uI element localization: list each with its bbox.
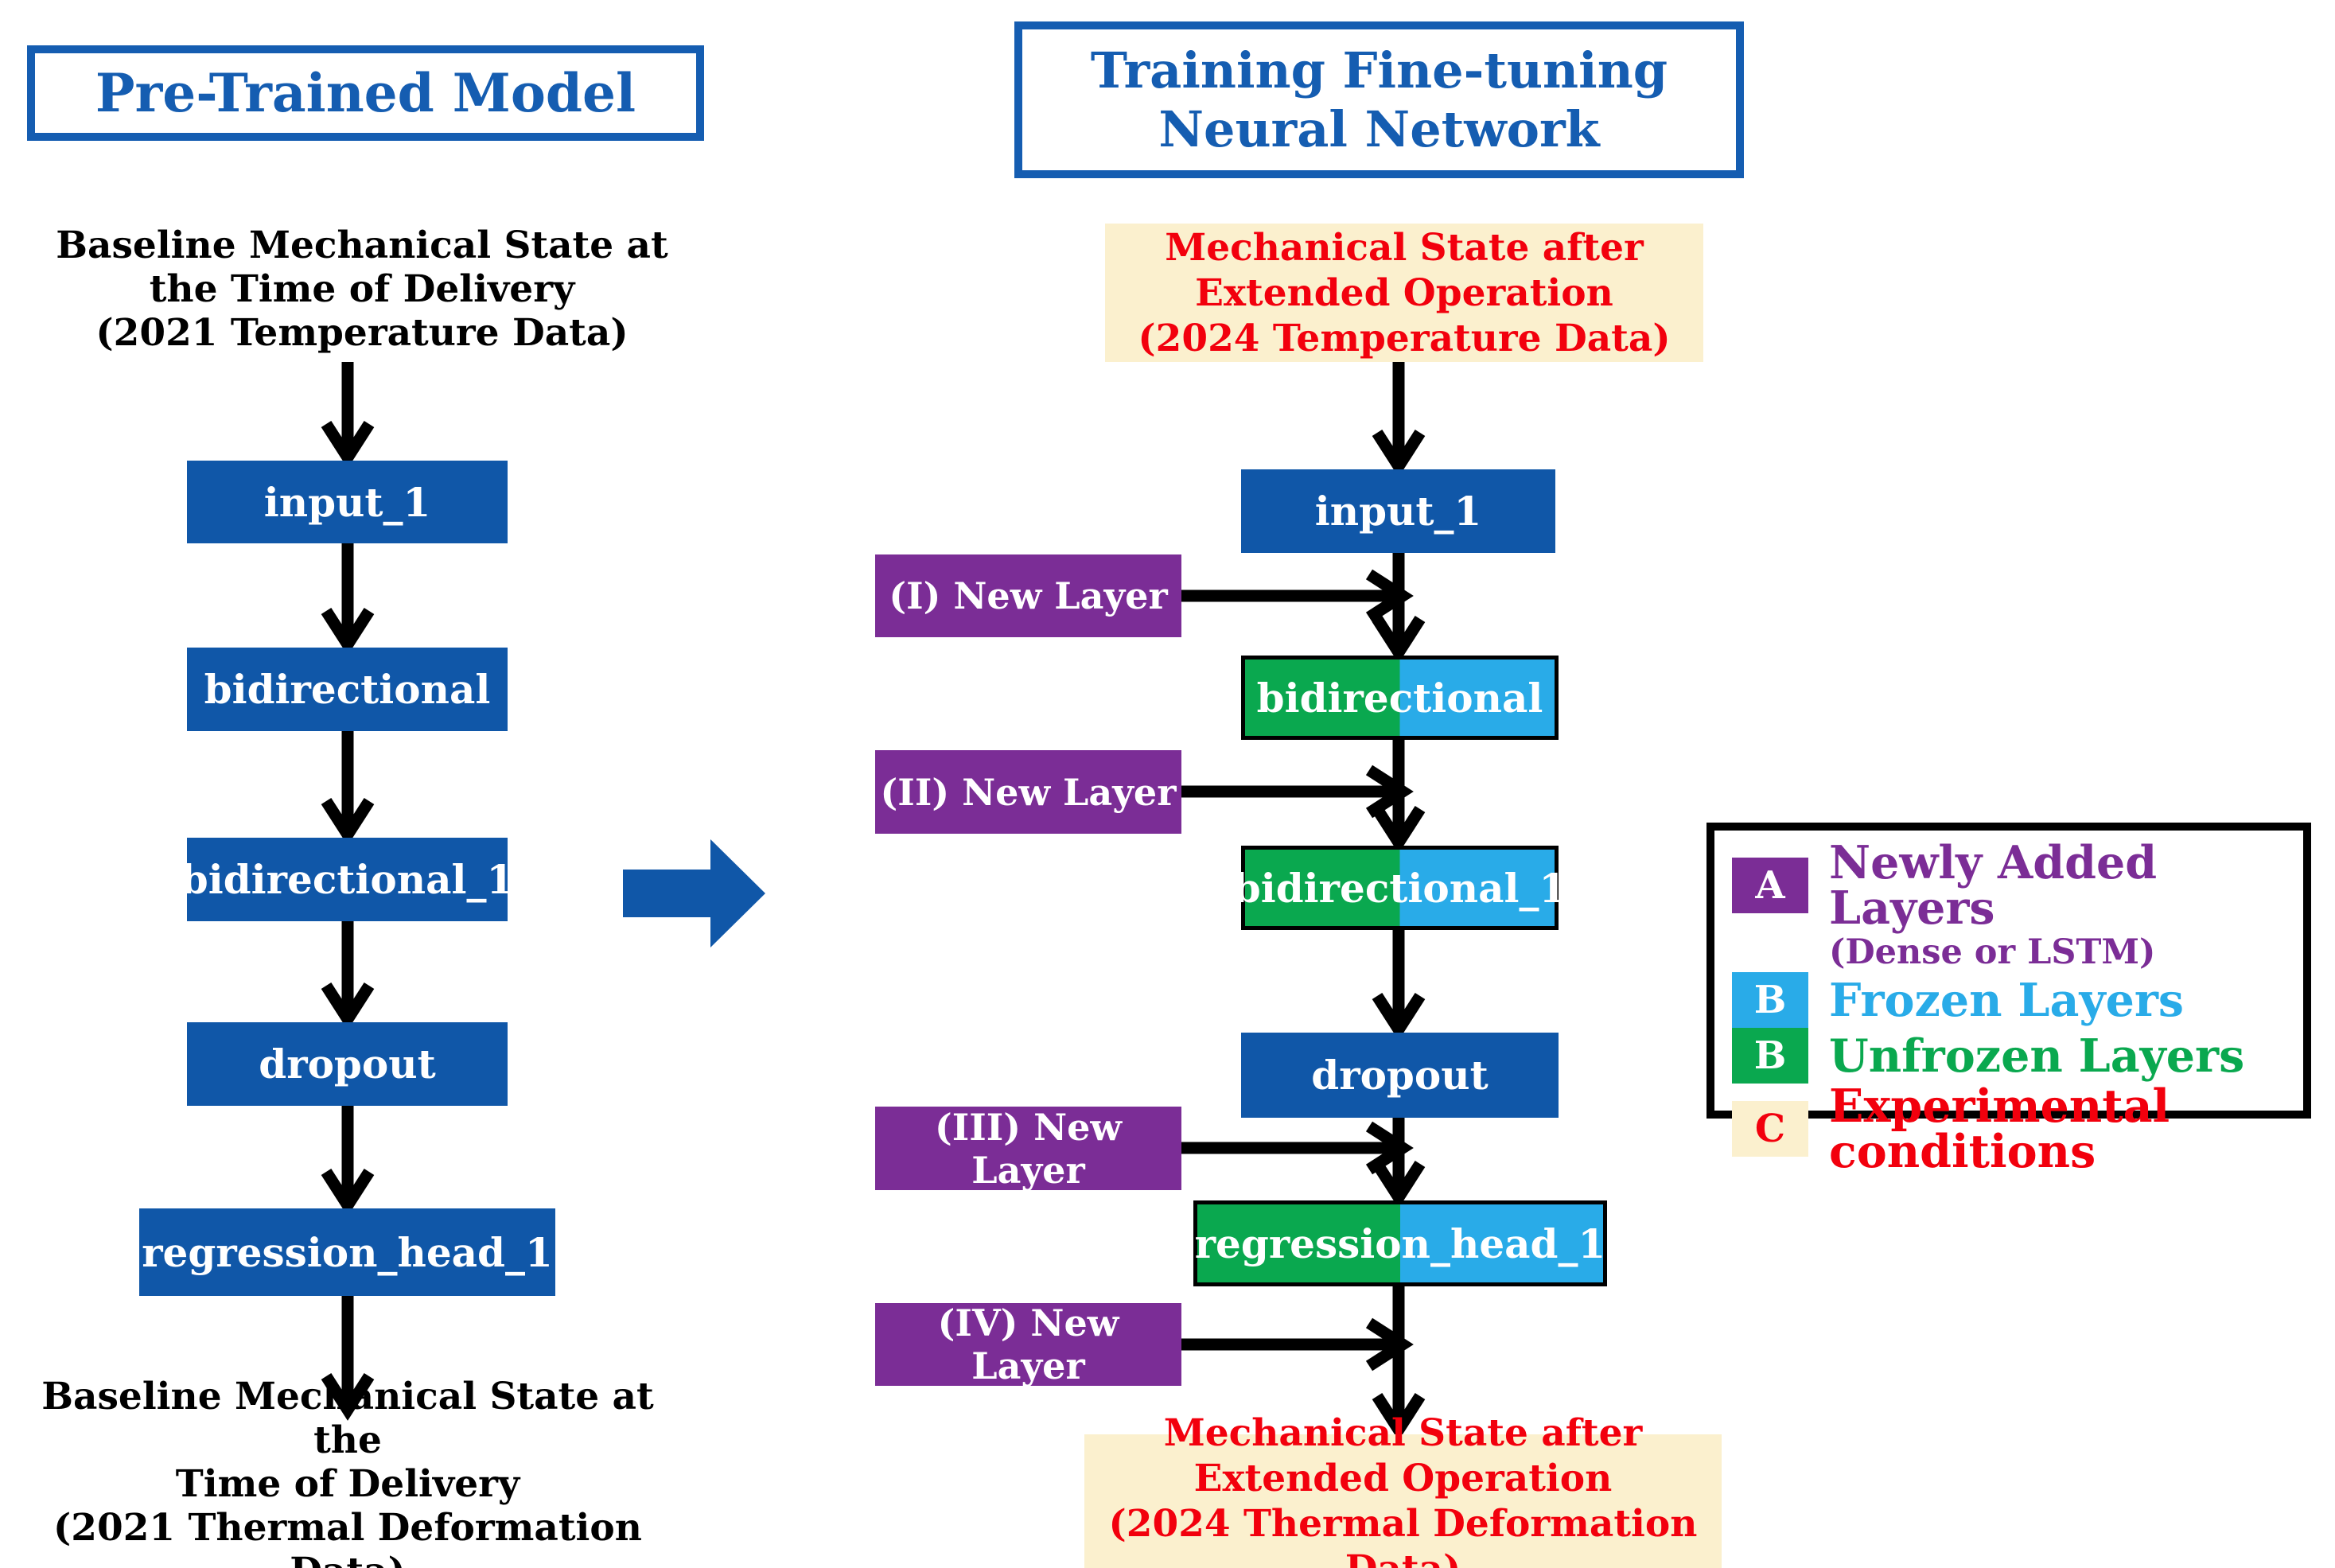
legend-item-unfrozen: B Unfrozen Layers bbox=[1732, 1028, 2286, 1084]
output-condition-line-2: Extended Operation bbox=[1193, 1457, 1613, 1500]
legend-label-frozen: Frozen Layers bbox=[1829, 973, 2184, 1027]
legend-label-newly-added: Newly Added Layers bbox=[1829, 836, 2158, 935]
new-layer-2-box: (II) New Layer bbox=[875, 750, 1181, 834]
pretrained-layer-input-1: input_1 bbox=[187, 461, 508, 543]
pretrained-layer-bidirectional: bidirectional bbox=[187, 648, 508, 731]
legend-sublabel-newly-added: (Dense or LSTM) bbox=[1829, 932, 2156, 972]
arrow-right-input bbox=[1372, 362, 1426, 477]
arrow-new-layer-4 bbox=[1181, 1317, 1414, 1372]
arrow-right-3 bbox=[1372, 930, 1426, 1041]
new-layer-3-box: (III) New Layer bbox=[875, 1106, 1181, 1192]
legend-item-experimental: C Experimental conditions bbox=[1732, 1084, 2286, 1174]
legend-swatch-experimental: C bbox=[1732, 1101, 1808, 1157]
legend-swatch-newly-added: A bbox=[1732, 858, 1808, 913]
pretrained-input-line-2: the Time of Delivery bbox=[149, 267, 575, 311]
pretrained-layer-bidirectional-1: bidirectional_1 bbox=[181, 838, 514, 921]
output-condition-line-3: (2024 Thermal Deformation Data) bbox=[1108, 1502, 1698, 1568]
fine-tuning-title: Training Fine-tuning Neural Network bbox=[1014, 21, 1744, 178]
pretrained-output-line-3: (2021 Thermal Deformation Data) bbox=[53, 1506, 642, 1568]
arrow-left-2 bbox=[321, 731, 375, 846]
fine-tuning-title-line-1: Training Fine-tuning bbox=[1090, 41, 1668, 99]
arrow-new-layer-2 bbox=[1181, 765, 1414, 819]
finetune-layer-bidirectional: bidirectional bbox=[1241, 656, 1559, 740]
finetune-layer-regression-head-1: regression_head_1 bbox=[1193, 1200, 1607, 1286]
fine-tuning-title-line-2: Neural Network bbox=[1158, 99, 1600, 158]
legend-item-frozen: B Frozen Layers bbox=[1732, 972, 2286, 1028]
pretrained-output-line-1: Baseline Mechanical State at the bbox=[41, 1375, 654, 1462]
arrow-new-layer-1 bbox=[1181, 569, 1414, 623]
pretrained-model-title: Pre-Trained Model bbox=[27, 45, 704, 141]
legend-swatch-unfrozen: B bbox=[1732, 1028, 1808, 1084]
arrow-left-output bbox=[321, 1296, 375, 1421]
output-condition-line-1: Mechanical State after bbox=[1163, 1411, 1643, 1455]
finetune-layer-dropout: dropout bbox=[1241, 1033, 1559, 1118]
pretrained-output-line-2: Time of Delivery bbox=[175, 1462, 520, 1506]
transfer-arrow bbox=[623, 839, 765, 947]
pretrained-model-title-text: Pre-Trained Model bbox=[95, 62, 636, 124]
pretrained-layer-regression-head-1: regression_head_1 bbox=[139, 1208, 555, 1296]
new-layer-1-box: (I) New Layer bbox=[875, 554, 1181, 637]
input-condition-line-2: Extended Operation bbox=[1195, 270, 1613, 315]
pretrained-layer-dropout: dropout bbox=[187, 1022, 508, 1106]
finetune-layer-input-1: input_1 bbox=[1241, 469, 1555, 553]
input-condition-line-3: (2024 Temperature Data) bbox=[1138, 316, 1671, 360]
arrow-left-3 bbox=[321, 921, 375, 1030]
legend-label-unfrozen: Unfrozen Layers bbox=[1829, 1029, 2245, 1083]
arrow-right-output bbox=[1372, 1286, 1426, 1441]
input-condition-box: Mechanical State after Extended Operatio… bbox=[1105, 224, 1703, 362]
legend-label-experimental: Experimental conditions bbox=[1829, 1080, 2170, 1178]
new-layer-4-box: (IV) New Layer bbox=[875, 1301, 1181, 1387]
finetune-layer-bidirectional-1: bidirectional_1 bbox=[1233, 846, 1566, 930]
arrow-left-4 bbox=[321, 1106, 375, 1216]
arrow-left-input bbox=[321, 362, 375, 469]
pretrained-input-line-1: Baseline Mechanical State at bbox=[56, 223, 668, 267]
arrow-left-1 bbox=[321, 543, 375, 656]
pretrained-output-label: Baseline Mechanical State at the Time of… bbox=[10, 1375, 686, 1568]
legend: A Newly Added Layers (Dense or LSTM) B F… bbox=[1706, 823, 2311, 1174]
legend-item-newly-added: A Newly Added Layers (Dense or LSTM) bbox=[1732, 840, 2286, 972]
pretrained-input-line-3: (2021 Temperature Data) bbox=[95, 310, 629, 355]
input-condition-line-1: Mechanical State after bbox=[1165, 225, 1644, 270]
arrow-new-layer-3 bbox=[1181, 1121, 1414, 1175]
output-condition-box: Mechanical State after Extended Operatio… bbox=[1084, 1411, 1722, 1568]
pretrained-input-label: Baseline Mechanical State at the Time of… bbox=[32, 221, 692, 356]
legend-swatch-frozen: B bbox=[1732, 972, 1808, 1028]
